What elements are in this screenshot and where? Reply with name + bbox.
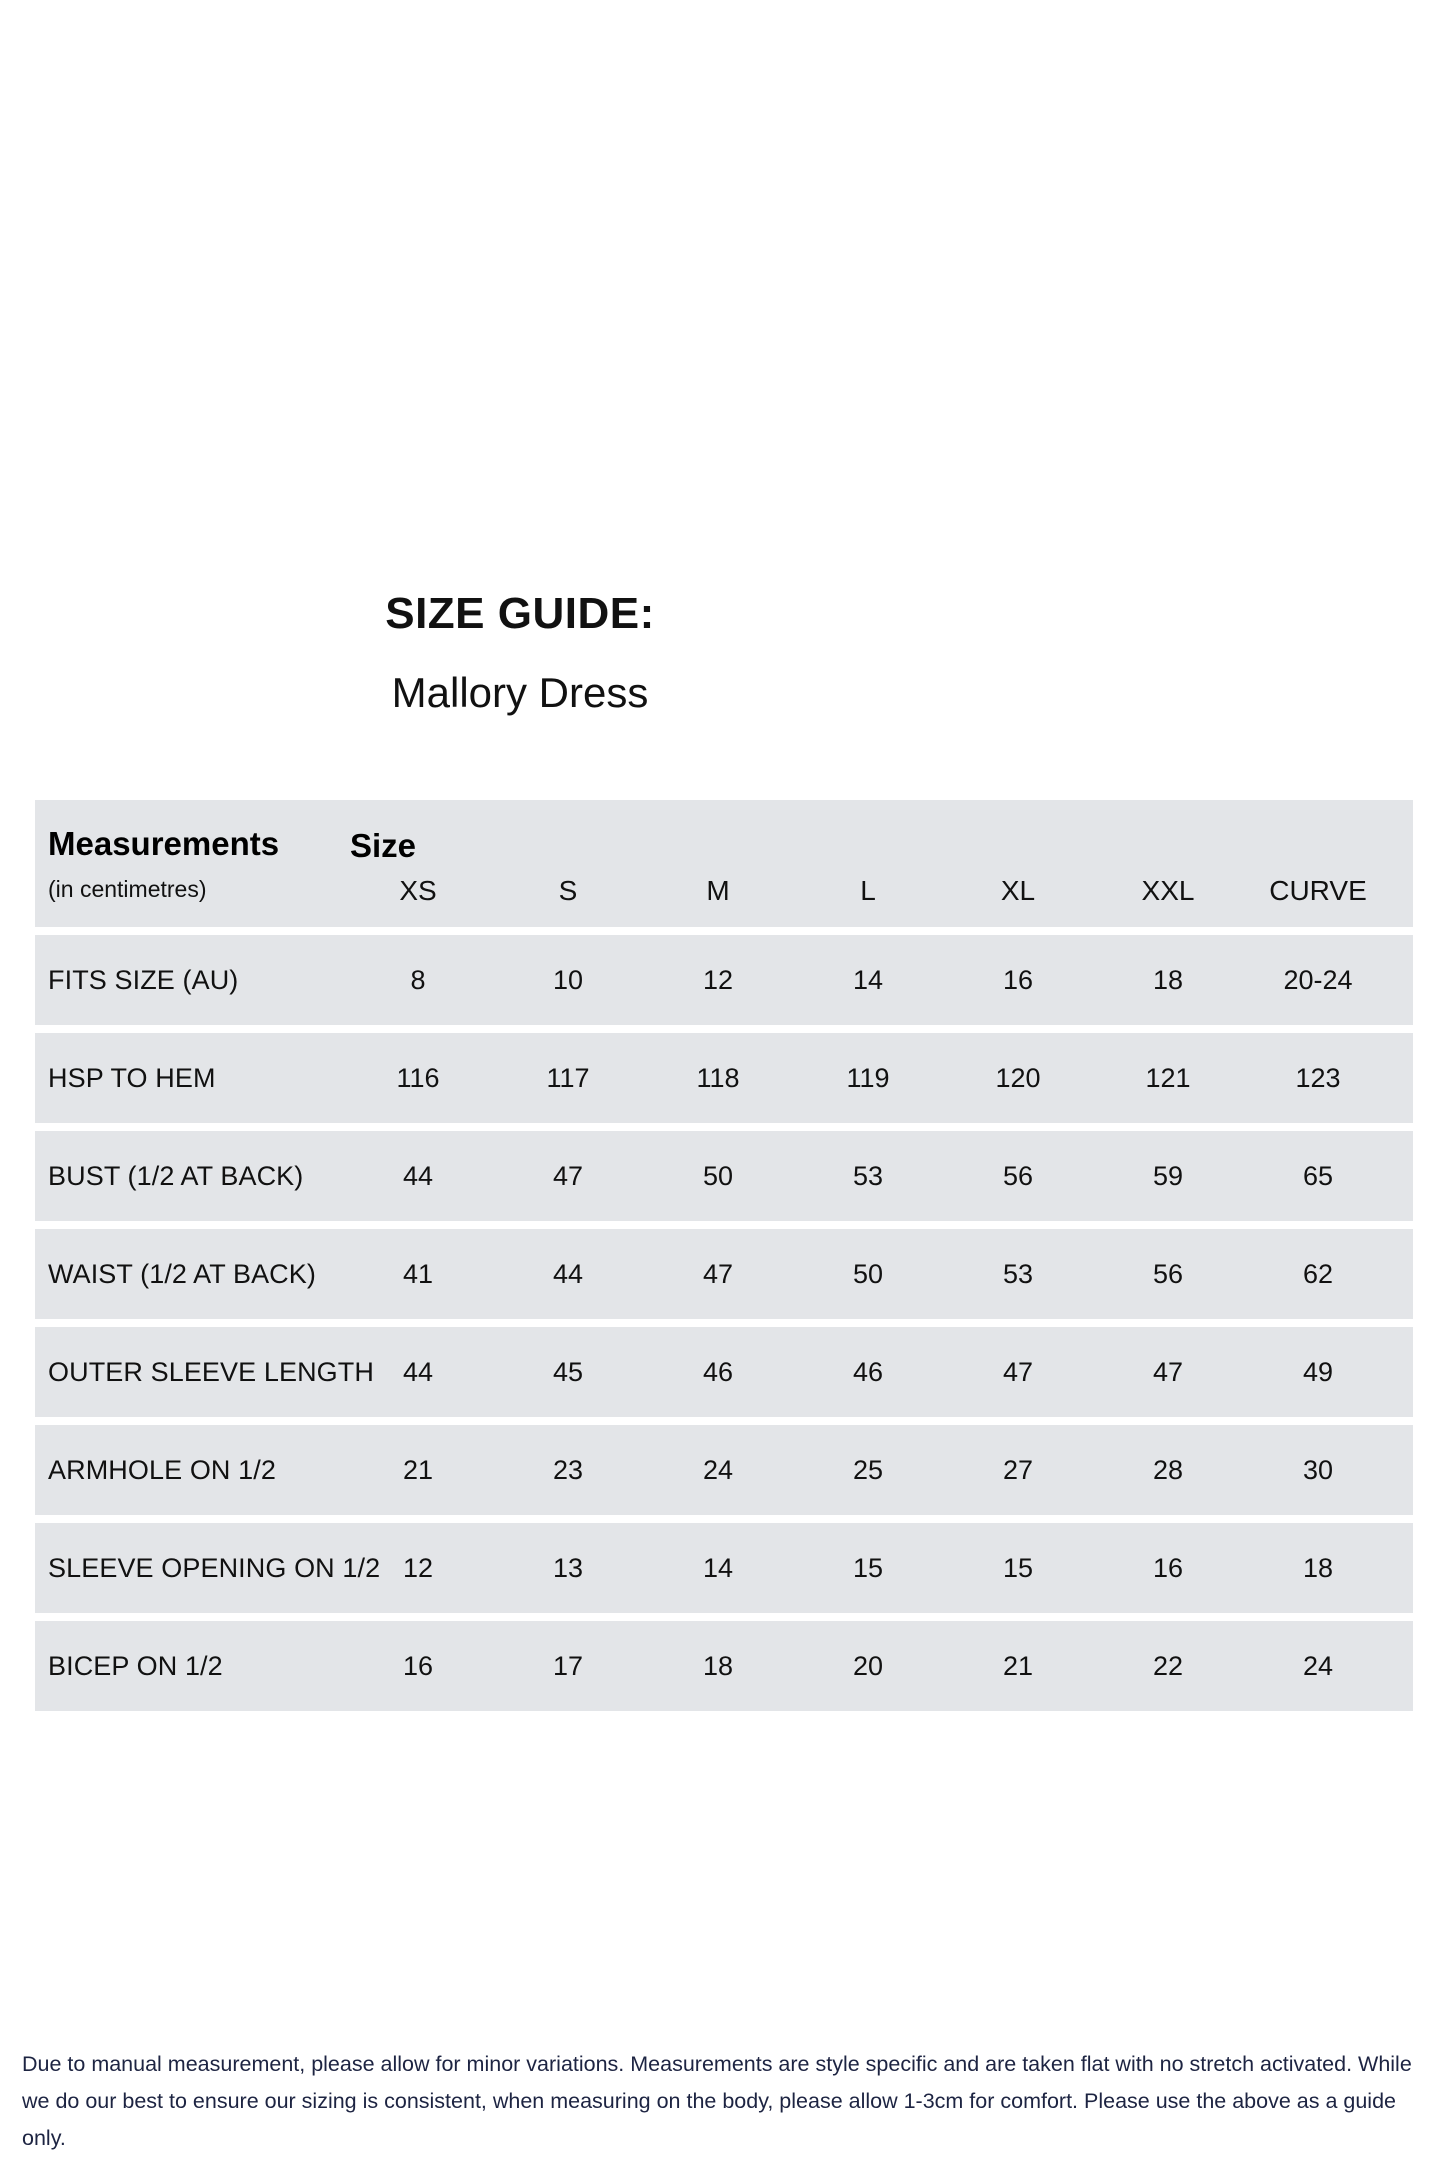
row-cell: 46: [852, 1356, 884, 1387]
row-cell: 65: [1302, 1160, 1334, 1191]
size-header-cell-curve: CURVE: [1269, 875, 1367, 906]
size-header-cell-l: L: [860, 875, 876, 906]
row-cell: 24: [702, 1454, 734, 1485]
size-header-cells: XS S M L XL XXL CURVE: [343, 800, 1393, 927]
table-row: ARMHOLE ON 1/2 21 23 24 25 27 28 30: [35, 1425, 1413, 1515]
size-guide-table: Measurements (in centimetres) Size XS S …: [35, 800, 1413, 1711]
row-cell: 13: [552, 1552, 584, 1583]
row-cell: 50: [702, 1160, 734, 1191]
row-cell: 12: [702, 964, 734, 995]
row-cell: 47: [1002, 1356, 1034, 1387]
row-cell: 14: [852, 964, 884, 995]
row-cell: 120: [995, 1062, 1041, 1093]
row-label: SLEEVE OPENING ON 1/2: [48, 1552, 381, 1583]
row-cell: 44: [402, 1160, 434, 1191]
size-header-cell-s: S: [558, 875, 578, 906]
row-values: 16 17 18 20 21 22 24: [343, 1621, 1393, 1711]
row-values: 116 117 118 119 120 121 123: [343, 1033, 1393, 1123]
row-cell: 22: [1152, 1650, 1184, 1681]
row-cell: 16: [1002, 964, 1034, 995]
row-cell: 45: [552, 1356, 584, 1387]
row-values: 12 13 14 15 15 16 18: [343, 1523, 1393, 1613]
row-cell: 46: [702, 1356, 734, 1387]
row-cell: 30: [1302, 1454, 1334, 1485]
row-cell: 56: [1152, 1258, 1184, 1289]
row-cell: 50: [852, 1258, 884, 1289]
row-cell: 15: [852, 1552, 884, 1583]
row-cell: 24: [1302, 1650, 1334, 1681]
row-cell: 116: [396, 1062, 440, 1093]
size-header-label: Size: [350, 826, 417, 864]
size-header-cell-xl: XL: [1000, 875, 1036, 906]
row-cell: 20-24: [1283, 964, 1353, 995]
table-row: HSP TO HEM 116 117 118 119 120 121 123: [35, 1033, 1413, 1123]
measurements-header: Measurements (in centimetres): [48, 800, 279, 927]
table-row: SLEEVE OPENING ON 1/2 12 13 14 15 15 16 …: [35, 1523, 1413, 1613]
row-cell: 16: [402, 1650, 434, 1681]
row-cell: 21: [1002, 1650, 1034, 1681]
size-header-cell-xs: XS: [399, 875, 437, 906]
row-cell: 117: [546, 1062, 590, 1093]
row-cell: 21: [402, 1454, 434, 1485]
measurements-header-label: Measurements: [48, 824, 280, 862]
row-cell: 18: [1302, 1552, 1334, 1583]
row-cell: 59: [1152, 1160, 1184, 1191]
row-cell: 41: [402, 1258, 434, 1289]
row-cell: 56: [1002, 1160, 1034, 1191]
row-cell: 12: [402, 1552, 434, 1583]
row-cell: 10: [552, 964, 584, 995]
row-label: WAIST (1/2 AT BACK): [48, 1258, 316, 1289]
row-cell: 47: [552, 1160, 584, 1191]
page-subtitle: Mallory Dress: [391, 669, 649, 717]
row-cell: 15: [1002, 1552, 1034, 1583]
row-cell: 44: [552, 1258, 584, 1289]
row-values: 8 10 12 14 16 18 20-24: [343, 935, 1393, 1025]
row-cell: 118: [696, 1062, 740, 1093]
table-row: FITS SIZE (AU) 8 10 12 14 16 18 20-24: [35, 935, 1413, 1025]
row-cell: 14: [702, 1552, 734, 1583]
row-cell: 16: [1152, 1552, 1184, 1583]
row-cell: 47: [1152, 1356, 1184, 1387]
row-cell: 8: [410, 964, 426, 995]
row-cell: 28: [1152, 1454, 1184, 1485]
row-values: 44 45 46 46 47 47 49: [343, 1327, 1393, 1417]
row-cell: 18: [702, 1650, 734, 1681]
table-row: BUST (1/2 AT BACK) 44 47 50 53 56 59 65: [35, 1131, 1413, 1221]
size-header-cell-xxl: XXL: [1141, 875, 1195, 906]
table-row: BICEP ON 1/2 16 17 18 20 21 22 24: [35, 1621, 1413, 1711]
row-label: BUST (1/2 AT BACK): [48, 1160, 304, 1191]
row-label: BICEP ON 1/2: [48, 1650, 223, 1681]
row-cell: 17: [552, 1650, 584, 1681]
row-cell: 121: [1145, 1062, 1191, 1093]
row-cell: 23: [552, 1454, 584, 1485]
size-header-cell-m: M: [706, 875, 730, 906]
row-cell: 18: [1152, 964, 1184, 995]
row-label: OUTER SLEEVE LENGTH: [48, 1356, 374, 1387]
table-row: OUTER SLEEVE LENGTH 44 45 46 46 47 47 49: [35, 1327, 1413, 1417]
page-title: SIZE GUIDE:: [385, 589, 655, 638]
row-label: FITS SIZE (AU): [48, 964, 239, 995]
row-cell: 20: [852, 1650, 884, 1681]
row-cell: 53: [852, 1160, 884, 1191]
measurements-header-unit: (in centimetres): [48, 875, 207, 902]
row-cell: 123: [1295, 1062, 1341, 1093]
size-header: Size: [350, 800, 416, 927]
row-label: ARMHOLE ON 1/2: [48, 1454, 276, 1485]
row-values: 21 23 24 25 27 28 30: [343, 1425, 1393, 1515]
row-values: 44 47 50 53 56 59 65: [343, 1131, 1393, 1221]
row-cell: 47: [702, 1258, 734, 1289]
row-cell: 25: [852, 1454, 884, 1485]
row-values: 41 44 47 50 53 56 62: [343, 1229, 1393, 1319]
page-title-block: SIZE GUIDE: Mallory Dress: [0, 589, 1040, 717]
row-cell: 62: [1302, 1258, 1334, 1289]
row-cell: 119: [846, 1062, 890, 1093]
measurement-disclaimer: Due to manual measurement, please allow …: [22, 2052, 1412, 2150]
table-row: WAIST (1/2 AT BACK) 41 44 47 50 53 56 62: [35, 1229, 1413, 1319]
row-cell: 44: [402, 1356, 434, 1387]
row-label: HSP TO HEM: [48, 1062, 216, 1093]
row-cell: 49: [1302, 1356, 1334, 1387]
row-cell: 27: [1002, 1454, 1034, 1485]
row-cell: 53: [1002, 1258, 1034, 1289]
table-header-row: Measurements (in centimetres) Size XS S …: [35, 800, 1413, 927]
